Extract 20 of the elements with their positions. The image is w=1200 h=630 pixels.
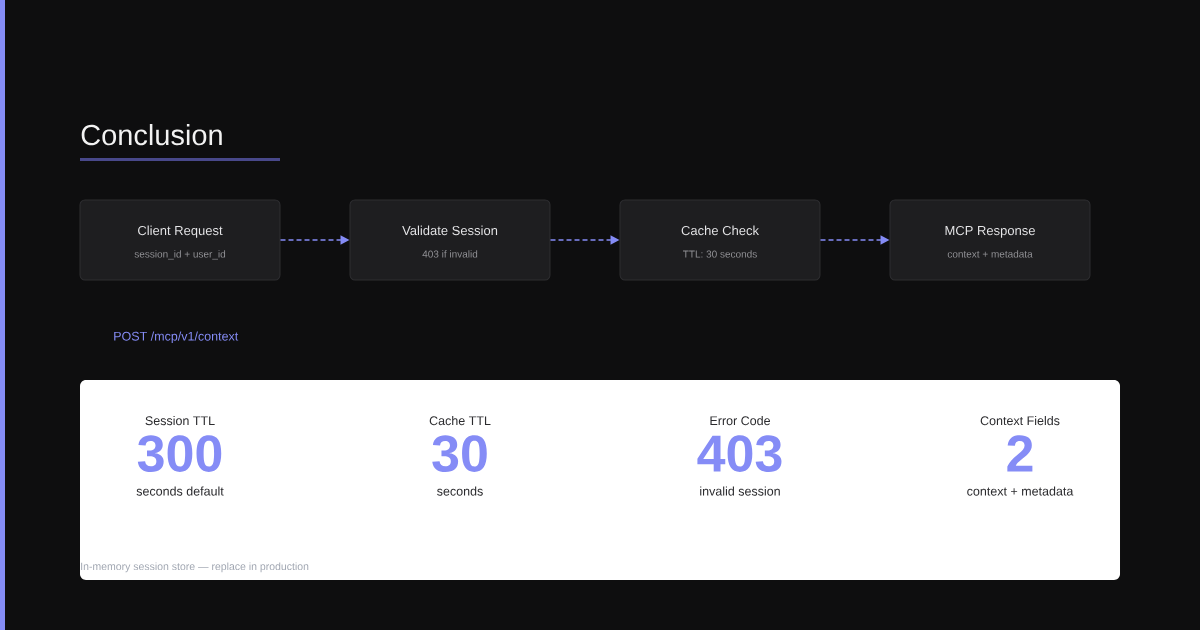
stat-value: 300: [137, 435, 222, 473]
stat-caption: seconds: [437, 486, 483, 496]
process-box: Client Request session_id + user_id: [79, 199, 281, 281]
stat-label: Session TTL: [145, 415, 215, 426]
stat-label: Context Fields: [980, 415, 1060, 426]
stat-label: Error Code: [710, 415, 770, 426]
stat-caption: context + metadata: [967, 486, 1074, 496]
stats-panel: [80, 380, 1120, 580]
process-box: MCP Response context + metadata: [889, 199, 1091, 281]
stat-caption: invalid session: [700, 486, 780, 496]
process-box: Cache Check TTL: 30 seconds: [619, 199, 821, 281]
footnote: In-memory session store — replace in production: [81, 562, 309, 573]
stat-value: 2: [1007, 435, 1033, 472]
stat-value: 403: [697, 435, 782, 473]
stat-label: Cache TTL: [429, 415, 491, 426]
stat-caption: seconds default: [136, 486, 224, 496]
endpoint-label: POST /mcp/v1/context: [114, 331, 239, 344]
title: Conclusion: [81, 124, 222, 146]
stat-value: 30: [432, 435, 487, 473]
process-box: Validate Session 403 if invalid: [349, 199, 551, 281]
